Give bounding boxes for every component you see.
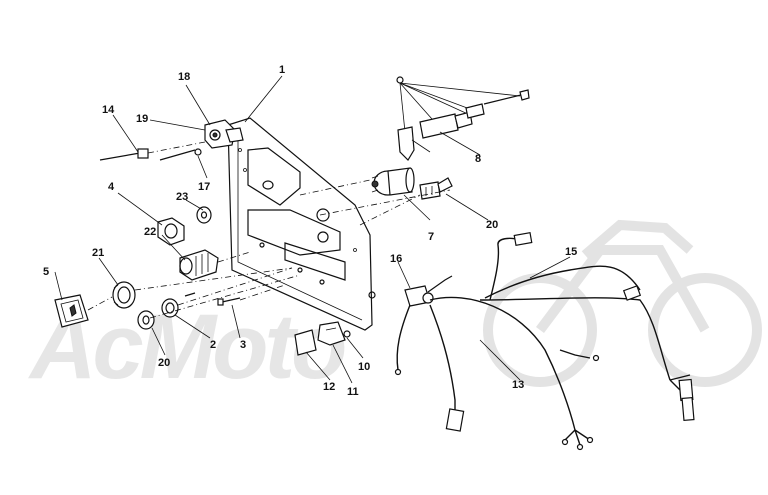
callout-7: 7 (428, 231, 434, 243)
bezel-21 (112, 281, 136, 309)
nut-4 (157, 217, 185, 246)
grommet-20-lower (137, 310, 155, 330)
callout-14: 14 (102, 104, 115, 116)
ignition-switch-7 (371, 167, 415, 196)
callout-8: 8 (475, 153, 481, 165)
callout-5: 5 (43, 266, 49, 278)
callout-11: 11 (347, 386, 359, 398)
callout-20-lower: 20 (158, 357, 170, 369)
callout-1: 1 (279, 64, 285, 76)
callout-12: 12 (323, 381, 335, 393)
bulb-holder-8 (396, 76, 530, 161)
callout-22: 22 (144, 226, 156, 238)
harness-connectors (394, 231, 695, 451)
callout-21: 21 (92, 247, 104, 259)
callout-3: 3 (240, 339, 246, 351)
toggle-20-right (419, 177, 453, 200)
washer-23 (196, 206, 212, 224)
callout-2: 2 (210, 339, 216, 351)
connector-16 (404, 275, 453, 307)
clip-11-12 (294, 321, 351, 356)
callout-10: 10 (358, 361, 370, 373)
wiring-harness-13 (396, 237, 691, 446)
callout-17: 17 (198, 181, 210, 193)
motorcycle-watermark-icon (483, 219, 762, 387)
screw-3 (217, 297, 241, 306)
callout-18: 18 (178, 71, 190, 83)
leader-lines (54, 75, 571, 384)
screw-17 (159, 148, 202, 161)
upper-bracket (204, 119, 244, 149)
switch-22 (179, 249, 251, 281)
mounting-panel (227, 117, 376, 331)
callout-19: 19 (136, 113, 148, 125)
callout-13: 13 (512, 379, 524, 391)
callout-20-right: 20 (486, 219, 498, 231)
washer-2 (161, 298, 179, 318)
callout-23: 23 (176, 191, 188, 203)
callout-labels: 1 2 3 4 5 7 8 10 11 12 13 14 15 16 17 18… (43, 64, 577, 398)
indicator-5 (54, 294, 113, 328)
screw-14 (99, 141, 206, 161)
screw-2 (184, 292, 196, 297)
callout-16: 16 (390, 253, 402, 265)
callout-15: 15 (565, 246, 577, 258)
callout-4: 4 (108, 181, 115, 193)
